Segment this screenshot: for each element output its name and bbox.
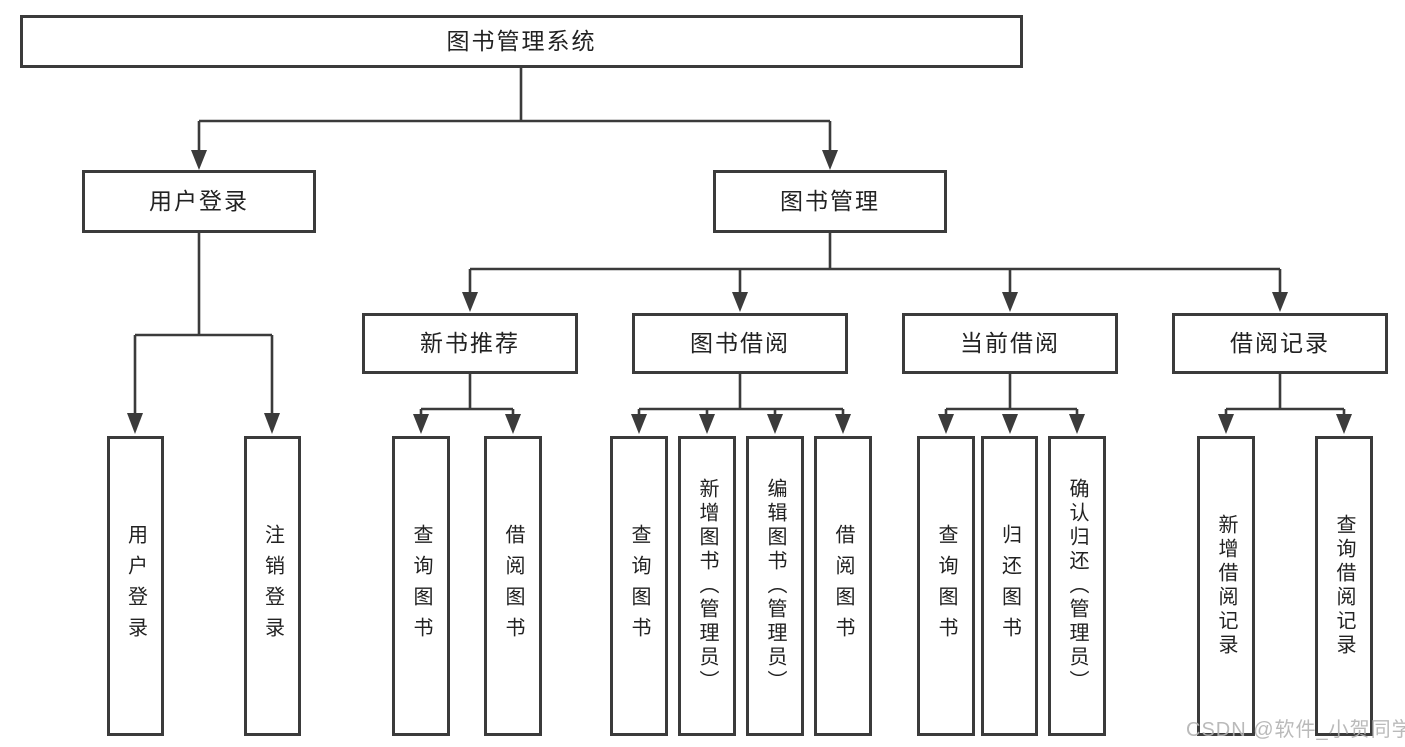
leaf-records-query-record: 查询借阅记录 — [1315, 436, 1373, 736]
leaf-current-return-books: 归还图书 — [981, 436, 1038, 736]
leaf-current-query-books: 查询图书 — [917, 436, 975, 736]
leaf-newbook-query-books: 查询图书 — [392, 436, 450, 736]
leaf-newbook-borrow-books: 借阅图书 — [484, 436, 542, 736]
node-book-borrowing: 图书借阅 — [632, 313, 848, 374]
leaf-user-login: 用户登录 — [107, 436, 164, 736]
leaf-records-add-record: 新增借阅记录 — [1197, 436, 1255, 736]
leaf-borrowing-edit-books-admin: 编辑图书（管理员） — [746, 436, 804, 736]
connector-root-to-level2 — [191, 68, 838, 170]
connector-book-management-children — [462, 233, 1288, 312]
leaf-logout: 注销登录 — [244, 436, 301, 736]
leaf-borrowing-add-books-admin: 新增图书（管理员） — [678, 436, 736, 736]
connector-borrow-records-children — [1218, 374, 1352, 434]
node-library-management-system: 图书管理系统 — [20, 15, 1023, 68]
node-book-management: 图书管理 — [713, 170, 947, 233]
connector-user-login-children — [127, 233, 280, 434]
leaf-current-confirm-return-admin: 确认归还（管理员） — [1048, 436, 1106, 736]
connector-current-borrowing-children — [938, 374, 1085, 434]
node-current-borrowing: 当前借阅 — [902, 313, 1118, 374]
node-borrowing-records: 借阅记录 — [1172, 313, 1388, 374]
connector-new-book-children — [413, 374, 521, 434]
node-new-book-recommend: 新书推荐 — [362, 313, 578, 374]
node-user-login: 用户登录 — [82, 170, 316, 233]
watermark-text: CSDN @软件_小贺同学 — [1186, 719, 1405, 741]
connector-book-borrowing-children — [631, 374, 851, 434]
leaf-borrowing-borrow-books: 借阅图书 — [814, 436, 872, 736]
leaf-borrowing-query-books: 查询图书 — [610, 436, 668, 736]
